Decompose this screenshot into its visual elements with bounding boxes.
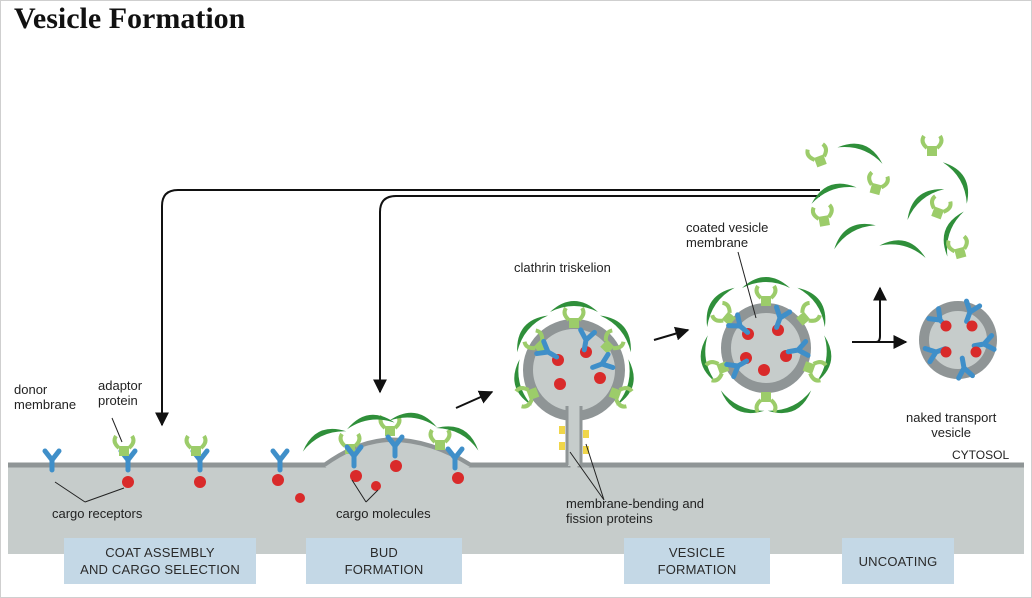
stage4-coated-vesicle <box>696 277 836 421</box>
donor-membrane <box>8 400 1024 468</box>
stage-vesicle-formation-text: VESICLE FORMATION <box>657 545 737 577</box>
stage-uncoating-text: UNCOATING <box>858 553 938 569</box>
figure-title: Vesicle Formation <box>14 2 246 35</box>
released-coat-proteins <box>804 134 977 263</box>
arrow-to-vesicle <box>455 390 494 409</box>
stage-vesicle-formation: VESICLE FORMATION <box>624 538 770 584</box>
adaptor-protein-label: adaptor protein <box>98 378 143 408</box>
bending-protein-pointer <box>569 443 605 501</box>
stage-bud-formation: BUD FORMATION <box>306 538 462 584</box>
stage-coat-assembly-text: COAT ASSEMBLY AND CARGO SELECTION <box>80 545 240 577</box>
recycle-arrow-adaptor <box>155 189 820 427</box>
stage3-forming-vesicle <box>508 301 640 466</box>
donor-membrane-label: donor membrane <box>14 382 77 412</box>
cargo-receptors-label: cargo receptors <box>52 506 143 521</box>
cargo-molecule-pointer <box>351 479 379 503</box>
membrane-bending-label: membrane-bending and fission proteins <box>566 496 705 526</box>
cytosol-label: CYTOSOL <box>952 448 1010 462</box>
stage-bud-formation-text: BUD FORMATION <box>344 545 424 577</box>
stage-coat-assembly: COAT ASSEMBLY AND CARGO SELECTION <box>64 538 256 584</box>
stage1-receptors <box>45 434 305 503</box>
coated-membrane-pointer <box>737 251 757 319</box>
stage2-bud <box>298 409 484 491</box>
stage-uncoating: UNCOATING <box>842 538 954 584</box>
naked-transport-vesicle-label: naked transport vesicle <box>906 410 997 440</box>
naked-vesicle <box>919 301 997 378</box>
arrow-uncoat-up <box>852 286 887 343</box>
cargo-molecules-label: cargo molecules <box>336 506 431 521</box>
adaptor-pointer <box>111 417 123 443</box>
cargo-receptor-pointer <box>54 481 125 503</box>
clathrin-triskelion-label: clathrin triskelion <box>514 260 611 275</box>
recycle-arrow-clathrin <box>373 195 820 394</box>
coated-vesicle-membrane-label: coated vesicle membrane <box>686 220 769 250</box>
arrow-to-coated-vesicle <box>653 326 690 341</box>
